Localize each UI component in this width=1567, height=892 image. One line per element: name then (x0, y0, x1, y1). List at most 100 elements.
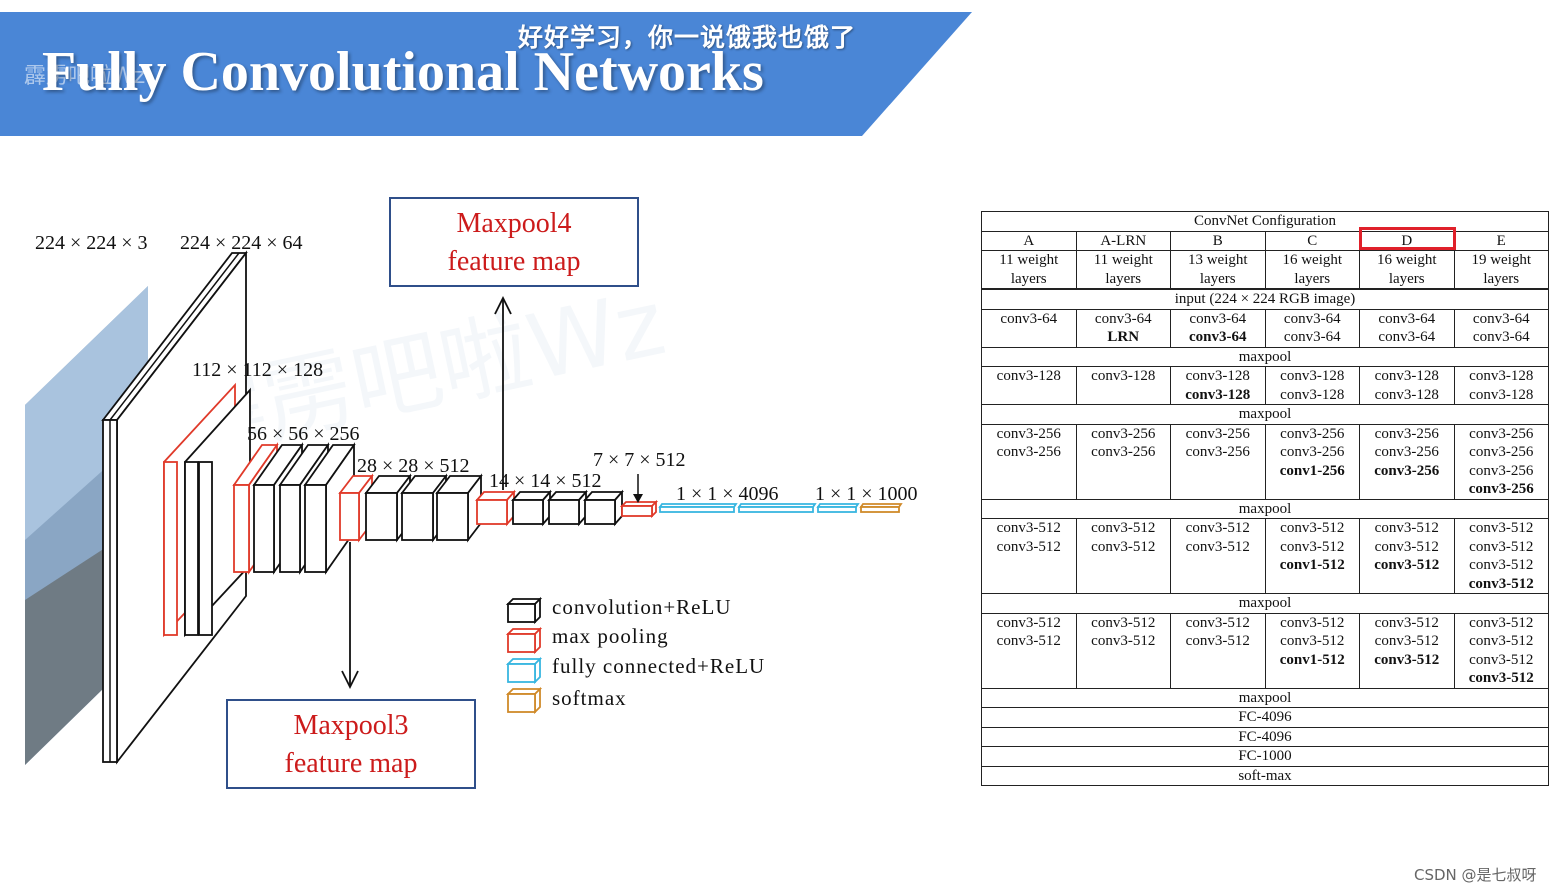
layer-entry: conv3-512 (1469, 538, 1534, 555)
layer-entry: conv3-64 (1094, 310, 1152, 327)
callout-line: Maxpool4 (456, 208, 572, 239)
table-row: maxpool (981, 687, 1549, 708)
maxpool4-arrow-head (494, 295, 512, 315)
page-title: Fully Convolutional Networks (42, 41, 764, 103)
chinese-subtitle: 好好学习，你一说饿我也饿了 (518, 23, 857, 52)
maxpool-row: maxpool (981, 404, 1549, 425)
layer-entry: conv3-512 (1185, 538, 1250, 555)
legend-item-pool: max pooling (505, 624, 669, 655)
column-header: B (1170, 230, 1266, 251)
table-title: ConvNet Configuration (981, 211, 1549, 232)
layer-entry: conv3-512 (1469, 633, 1534, 649)
layer-entry: conv3-512 (1469, 557, 1534, 573)
dim-label: 1 × 1 × 4096 (676, 483, 779, 505)
layer-entry: conv3-64 (1283, 329, 1341, 345)
layer-entry: conv3-64 (1472, 310, 1530, 327)
table-row: FC-4096 (981, 707, 1549, 728)
column-header: A-LRN (1075, 230, 1171, 251)
layer-entry: conv3-512 (1280, 520, 1345, 536)
tail-row: FC-4096 (981, 726, 1549, 747)
layer-entry: conv3-128 (1185, 368, 1250, 384)
dim-label: 224 × 224 × 3 (35, 232, 148, 254)
layer-entry: conv3-256 (1469, 425, 1534, 442)
callout-line: Maxpool3 (293, 710, 409, 741)
callout-line: feature map (447, 246, 581, 277)
maxpool-row: maxpool (981, 498, 1549, 519)
callout-line: feature map (284, 748, 418, 779)
layer-entry: conv3-256 (996, 444, 1061, 460)
dim-label: 1 × 1 × 1000 (815, 483, 918, 505)
legend-item-softmax: softmax (505, 686, 626, 715)
layer-entry: conv3-64 (1378, 329, 1436, 345)
csdn-credit: CSDN @是七叔呀 (1414, 866, 1537, 884)
conv5-block (511, 489, 624, 527)
layer-entry: conv3-64 (1189, 329, 1247, 345)
maxpool3-callout: Maxpool3 feature map (226, 699, 476, 789)
layer-entry: conv3-256 (1374, 444, 1439, 460)
cell-line: 11 weight (999, 252, 1059, 268)
layer-entry: conv3-512 (1185, 633, 1250, 649)
layer-entry: conv3-512 (1374, 651, 1440, 668)
dim-label: 14 × 14 × 512 (489, 470, 602, 492)
layer-entry: conv3-512 (996, 614, 1061, 631)
layer-entry: LRN (1107, 329, 1140, 345)
pool2-layer-front (233, 484, 250, 573)
table-row: maxpool (981, 593, 1549, 614)
layer-entry: conv3-512 (1469, 614, 1534, 631)
maxpool-row: maxpool (981, 346, 1549, 367)
title-banner (0, 12, 972, 136)
cell-line: 16 weight (1282, 252, 1343, 268)
layer-entry: conv3-256 (1374, 462, 1440, 479)
table-row: input (224 × 224 RGB image) (981, 288, 1549, 310)
cell-line: layers (1105, 270, 1142, 287)
layer-entry: conv1-512 (1279, 651, 1345, 668)
cell-line: 11 weight (1093, 252, 1153, 268)
layer-entry: conv3-256 (1374, 425, 1439, 442)
dim-label: 7 × 7 × 512 (593, 449, 686, 471)
cell-line: 13 weight (1187, 252, 1248, 268)
layer-entry: conv3-128 (1091, 368, 1156, 384)
layer-entry: conv3-256 (1280, 425, 1345, 442)
tail-row: FC-4096 (981, 707, 1549, 728)
banner-watermark: 霹雳吧啦Wz (24, 64, 146, 89)
dim-label: 28 × 28 × 512 (357, 455, 470, 477)
layer-entry: conv3-256 (1468, 481, 1534, 497)
legend-label: max pooling (552, 624, 669, 648)
pool1-layer-front (163, 461, 178, 636)
tail-row: soft-max (981, 765, 1549, 786)
table-row: maxpool (981, 346, 1549, 367)
layer-entry: conv3-256 (1091, 444, 1156, 460)
layer-entry: conv3-256 (1185, 444, 1250, 460)
column-header: A (981, 230, 1077, 251)
table-row: ConvNet Configuration (981, 211, 1549, 232)
layer-entry: conv3-256 (1280, 444, 1345, 460)
layer-entry: conv3-512 (1091, 538, 1156, 555)
layer-entry: conv3-128 (1374, 368, 1439, 384)
table-row: maxpool (981, 404, 1549, 425)
layer-cell: conv3-256 conv3-256 conv3-256 (1359, 423, 1455, 500)
column-header: C (1264, 230, 1360, 251)
layer-entry: conv3-128 (1469, 368, 1534, 384)
conv2-layer-front (198, 461, 213, 636)
layer-entry: conv3-256 (1091, 425, 1156, 442)
maxpool-row: maxpool (981, 593, 1549, 614)
layer-entry: conv3-128 (1374, 386, 1439, 403)
softmax-layer (859, 503, 903, 513)
